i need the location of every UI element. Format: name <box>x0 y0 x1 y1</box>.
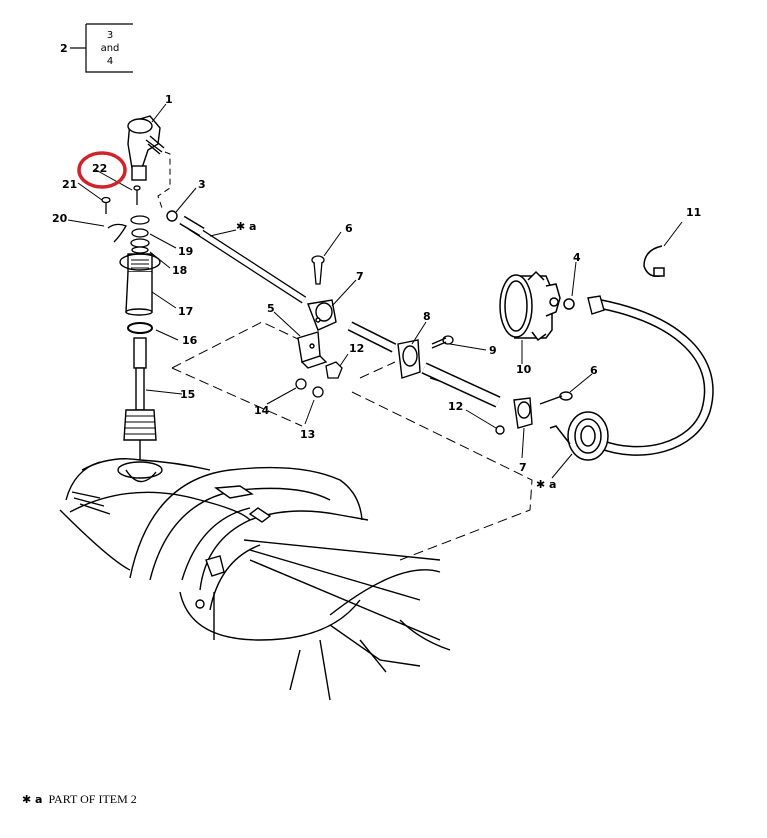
small-hardware-left <box>101 185 141 243</box>
callout-leaders <box>67 103 683 479</box>
callout-16: 16 <box>182 334 198 347</box>
callout-6-upper: 6 <box>345 222 353 235</box>
header-line-3: 4 <box>107 56 113 67</box>
header-line-2: and <box>101 43 120 54</box>
seal-ring-4 <box>563 298 575 310</box>
header-line-1: 3 <box>107 30 113 41</box>
callout-10: 10 <box>516 363 532 376</box>
footnote: ✱ a PART OF ITEM 2 <box>22 792 137 807</box>
transmission-housing <box>59 458 451 701</box>
callout-1: 1 <box>165 93 173 106</box>
speedometer-cable-gauge <box>598 299 714 456</box>
clamp-middle <box>397 339 421 379</box>
header-parent-number: 2 <box>60 42 68 55</box>
callout-12-lower: 12 <box>448 400 463 413</box>
footnote-text: PART OF ITEM 2 <box>48 792 137 806</box>
speedometer-cable-upper <box>179 215 307 304</box>
driven-gear-shaft <box>123 337 157 460</box>
callout-4: 4 <box>573 251 581 264</box>
callout-8: 8 <box>423 310 431 323</box>
callout-19: 19 <box>178 245 193 258</box>
speedometer-cable-lower <box>347 321 501 408</box>
clamp-lower <box>495 391 573 435</box>
cable-strap <box>643 245 665 278</box>
nuts-left <box>295 361 343 398</box>
callout-5: 5 <box>267 302 275 315</box>
screw-upper <box>311 255 325 285</box>
angle-drive-elbow <box>127 115 165 181</box>
cable-nut-gauge <box>587 295 605 315</box>
callout-15: 15 <box>180 388 195 401</box>
speedometer-gauge <box>499 270 561 342</box>
callout-12-upper: 12 <box>349 342 364 355</box>
callout-20: 20 <box>52 212 68 225</box>
callout-22: 22 <box>92 162 107 175</box>
exploded-guide-lines <box>157 151 533 561</box>
screw-9 <box>431 335 454 349</box>
adapter-sleeve <box>119 253 161 316</box>
callout-9: 9 <box>489 344 497 357</box>
callout-star-a-upper: ✱ a <box>236 220 256 233</box>
callout-labels: 1 3 4 5 6 6 7 7 8 9 10 11 12 12 13 14 15… <box>52 93 701 491</box>
callout-13: 13 <box>300 428 315 441</box>
callout-11: 11 <box>686 206 701 219</box>
lock-washer-3 <box>166 210 178 222</box>
callout-18: 18 <box>172 264 187 277</box>
firewall-grommet <box>549 411 609 461</box>
callout-17: 17 <box>178 305 193 318</box>
clamp-upper <box>307 299 337 331</box>
callout-14: 14 <box>254 404 270 417</box>
highlight-circle <box>77 151 127 189</box>
washer-stack <box>130 215 150 254</box>
callout-21: 21 <box>62 178 77 191</box>
mounting-bracket <box>297 331 328 369</box>
o-ring <box>127 322 153 334</box>
footnote-symbol: ✱ a <box>22 793 43 806</box>
header-box: 2 3 and 4 <box>60 23 133 73</box>
callout-6-lower: 6 <box>590 364 598 377</box>
callout-7-lower: 7 <box>519 461 527 474</box>
callout-star-a-lower: ✱ a <box>536 478 556 491</box>
callout-3: 3 <box>198 178 206 191</box>
callout-7-upper: 7 <box>356 270 364 283</box>
